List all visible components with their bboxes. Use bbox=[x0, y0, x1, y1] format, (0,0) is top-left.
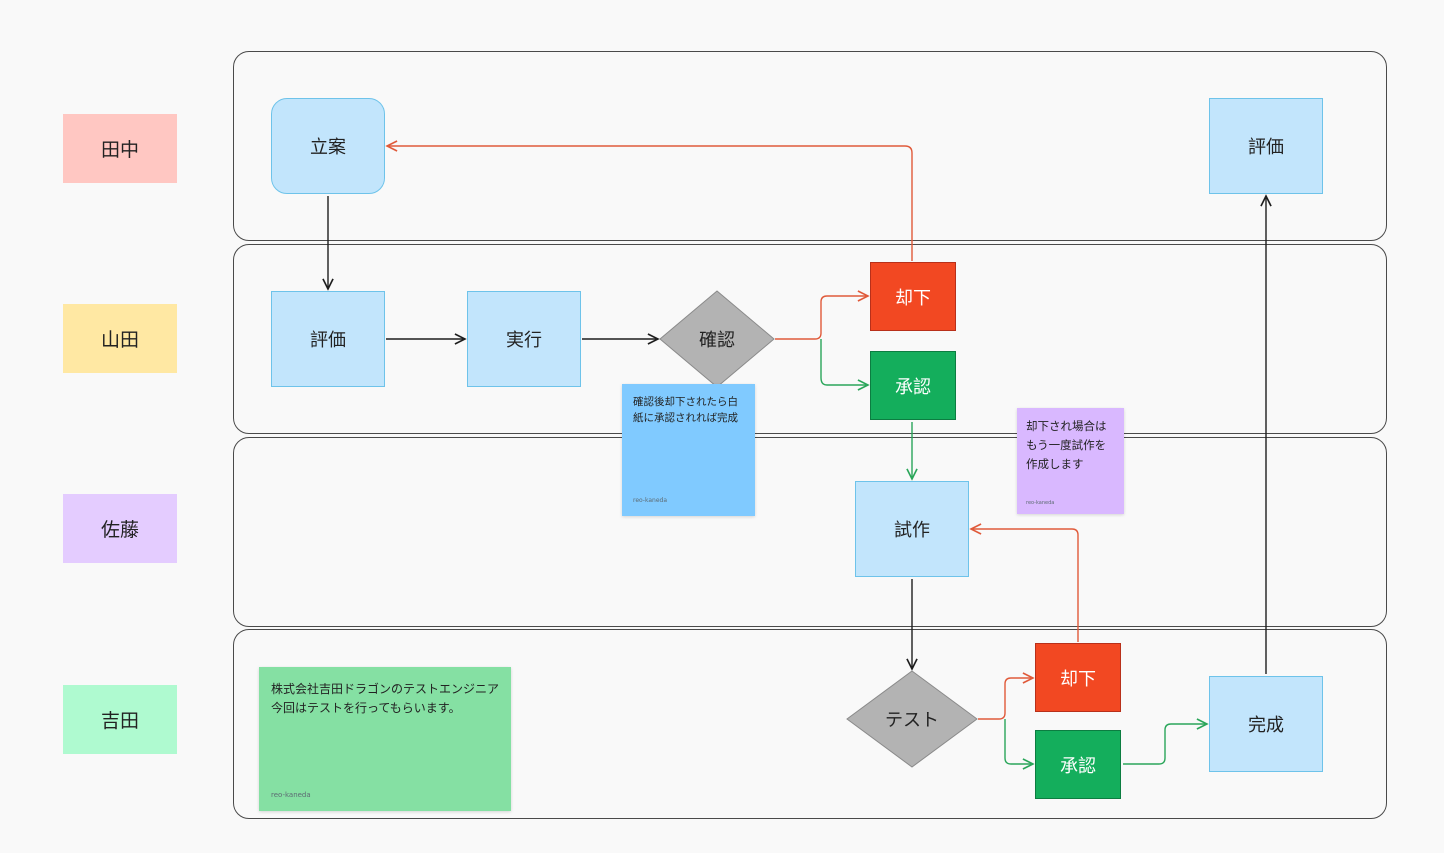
node-reject-test[interactable]: 却下 bbox=[1035, 643, 1121, 712]
connector-reject-to-prototype[interactable] bbox=[971, 529, 1079, 642]
node-reject-confirm[interactable]: 却下 bbox=[870, 262, 956, 331]
sticky-note-prototype[interactable]: 却下され場合はもう一度試作を作成します reo-kaneda bbox=[1017, 408, 1124, 514]
connector-test-to-approve[interactable] bbox=[1004, 719, 1033, 764]
swimlane-tanaka bbox=[233, 51, 1387, 241]
sticky-note-text: 却下され場合はもう一度試作を作成します bbox=[1026, 419, 1107, 471]
node-prototype[interactable]: 試作 bbox=[855, 481, 969, 577]
decision-confirm-shape[interactable] bbox=[659, 290, 775, 388]
connector-reject-to-plan[interactable] bbox=[387, 146, 913, 261]
connector-confirm-to-approve[interactable] bbox=[820, 339, 868, 385]
swimlane-yamada bbox=[233, 244, 1387, 434]
lane-label-yoshida[interactable]: 吉田 bbox=[63, 685, 177, 754]
sticky-note-author: reo-kaneda bbox=[1026, 500, 1055, 506]
lane-label-sato[interactable]: 佐藤 bbox=[63, 494, 177, 563]
lane-label-yamada[interactable]: 山田 bbox=[63, 304, 177, 373]
swimlane-sato bbox=[233, 437, 1387, 627]
sticky-note-text: 株式会社吉田ドラゴンのテストエンジニア 今回はテストを行ってもらいます。 bbox=[271, 682, 500, 715]
connector-approve-to-complete[interactable] bbox=[1123, 724, 1207, 765]
node-evaluation-final[interactable]: 評価 bbox=[1209, 98, 1323, 194]
node-plan[interactable]: 立案 bbox=[271, 98, 385, 194]
node-approve-test[interactable]: 承認 bbox=[1035, 730, 1121, 799]
node-approve-confirm[interactable]: 承認 bbox=[870, 351, 956, 420]
lane-label-tanaka[interactable]: 田中 bbox=[63, 114, 177, 183]
sticky-note-confirm[interactable]: 確認後却下されたら白紙に承認されれば完成 reo-kaneda bbox=[622, 384, 755, 516]
node-complete[interactable]: 完成 bbox=[1209, 676, 1323, 772]
sticky-note-author: reo-kaneda bbox=[633, 497, 667, 504]
decision-test-shape[interactable] bbox=[846, 670, 978, 768]
swimlane-yoshida bbox=[233, 629, 1387, 819]
connector-test-to-reject[interactable] bbox=[978, 678, 1033, 720]
node-evaluation[interactable]: 評価 bbox=[271, 291, 385, 387]
connector-confirm-to-reject[interactable] bbox=[775, 296, 868, 340]
node-execute[interactable]: 実行 bbox=[467, 291, 581, 387]
sticky-note-text: 確認後却下されたら白紙に承認されれば完成 bbox=[633, 396, 738, 424]
sticky-note-author: reo-kaneda bbox=[271, 791, 311, 799]
sticky-note-yoshida[interactable]: 株式会社吉田ドラゴンのテストエンジニア 今回はテストを行ってもらいます。 reo… bbox=[259, 667, 511, 811]
